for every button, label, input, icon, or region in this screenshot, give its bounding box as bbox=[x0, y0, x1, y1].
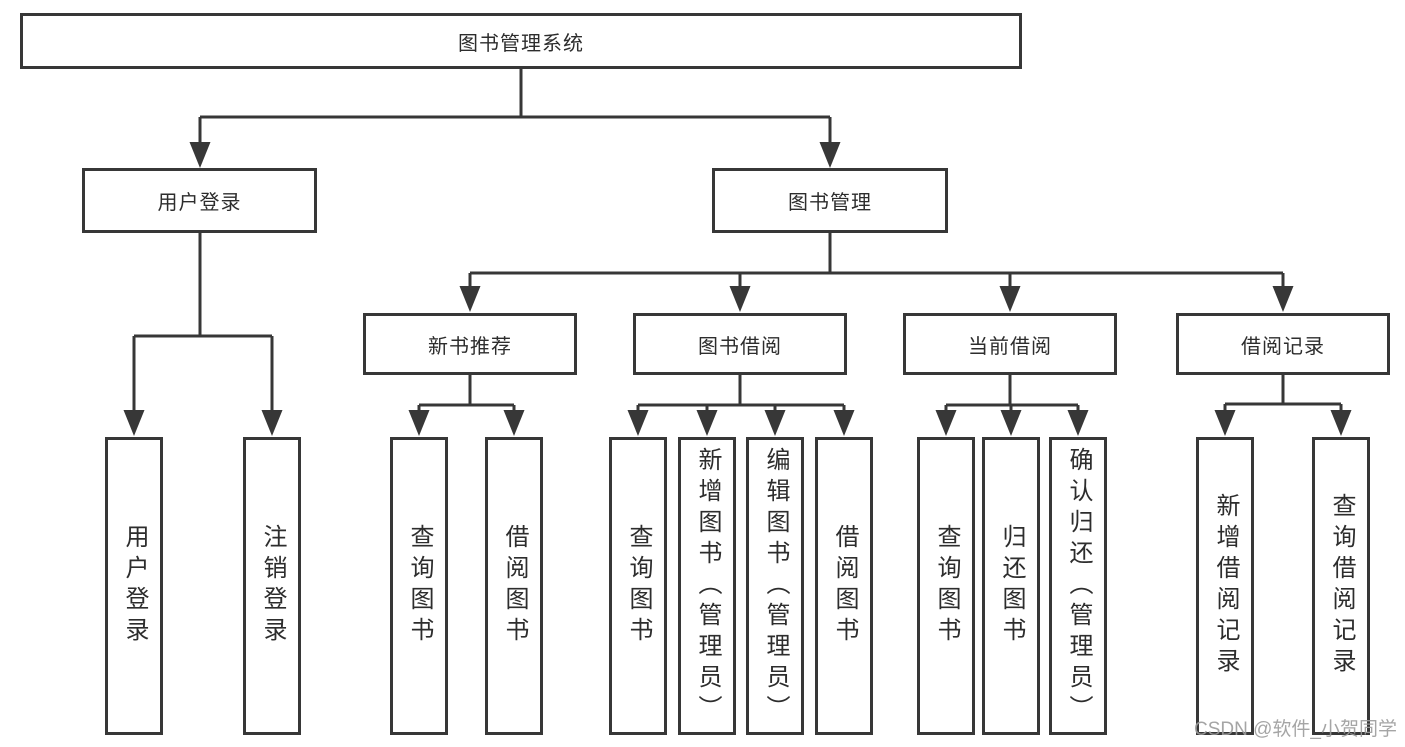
node-new-book-recommendation: 新书推荐 bbox=[363, 313, 577, 375]
node-user-login: 用户登录 bbox=[82, 168, 317, 233]
leaf-query-books-borrowing: 查询图书 bbox=[609, 437, 667, 735]
leaf-label: 借阅图书 bbox=[831, 524, 858, 648]
leaf-label: 新增借阅记录 bbox=[1212, 493, 1239, 679]
leaf-label: 注销登录 bbox=[259, 524, 286, 648]
leaf-edit-books-admin: 编辑图书（管理员） bbox=[746, 437, 804, 735]
node-label: 图书借阅 bbox=[698, 335, 782, 358]
leaf-confirm-return-admin: 确认归还（管理员） bbox=[1049, 437, 1107, 735]
leaf-logout: 注销登录 bbox=[243, 437, 301, 735]
node-label: 图书管理 bbox=[788, 192, 872, 214]
leaf-label: 查询图书 bbox=[933, 524, 960, 648]
leaf-return-books: 归还图书 bbox=[982, 437, 1040, 735]
node-label: 图书管理系统 bbox=[458, 32, 584, 55]
leaf-label: 查询图书 bbox=[406, 524, 433, 648]
csdn-watermark: CSDN @软件_小贺同学 bbox=[1194, 719, 1397, 740]
node-library-management-system: 图书管理系统 bbox=[20, 13, 1022, 69]
leaf-query-books-newbook: 查询图书 bbox=[390, 437, 448, 735]
node-book-management: 图书管理 bbox=[712, 168, 948, 233]
node-borrowing-records: 借阅记录 bbox=[1176, 313, 1390, 375]
leaf-label: 确认归还（管理员） bbox=[1065, 446, 1092, 726]
leaf-user-login: 用户登录 bbox=[105, 437, 163, 735]
leaf-borrow-books-newbook: 借阅图书 bbox=[485, 437, 543, 735]
leaf-query-borrow-record: 查询借阅记录 bbox=[1312, 437, 1370, 735]
node-current-borrowing: 当前借阅 bbox=[903, 313, 1117, 375]
leaf-label: 查询图书 bbox=[625, 524, 652, 648]
leaf-label: 归还图书 bbox=[998, 524, 1025, 648]
leaf-label: 用户登录 bbox=[121, 524, 148, 648]
leaf-label: 编辑图书（管理员） bbox=[762, 446, 789, 726]
leaf-borrow-books-borrowing: 借阅图书 bbox=[815, 437, 873, 735]
node-label: 新书推荐 bbox=[428, 335, 512, 358]
leaf-label: 查询借阅记录 bbox=[1328, 493, 1355, 679]
leaf-query-books-current: 查询图书 bbox=[917, 437, 975, 735]
leaf-label: 借阅图书 bbox=[501, 524, 528, 648]
node-book-borrowing: 图书借阅 bbox=[633, 313, 847, 375]
leaf-add-borrow-record: 新增借阅记录 bbox=[1196, 437, 1254, 735]
node-label: 借阅记录 bbox=[1241, 335, 1325, 358]
leaf-add-books-admin: 新增图书（管理员） bbox=[678, 437, 736, 735]
node-label: 当前借阅 bbox=[968, 335, 1052, 358]
leaf-label: 新增图书（管理员） bbox=[694, 446, 721, 726]
node-label: 用户登录 bbox=[157, 192, 242, 214]
